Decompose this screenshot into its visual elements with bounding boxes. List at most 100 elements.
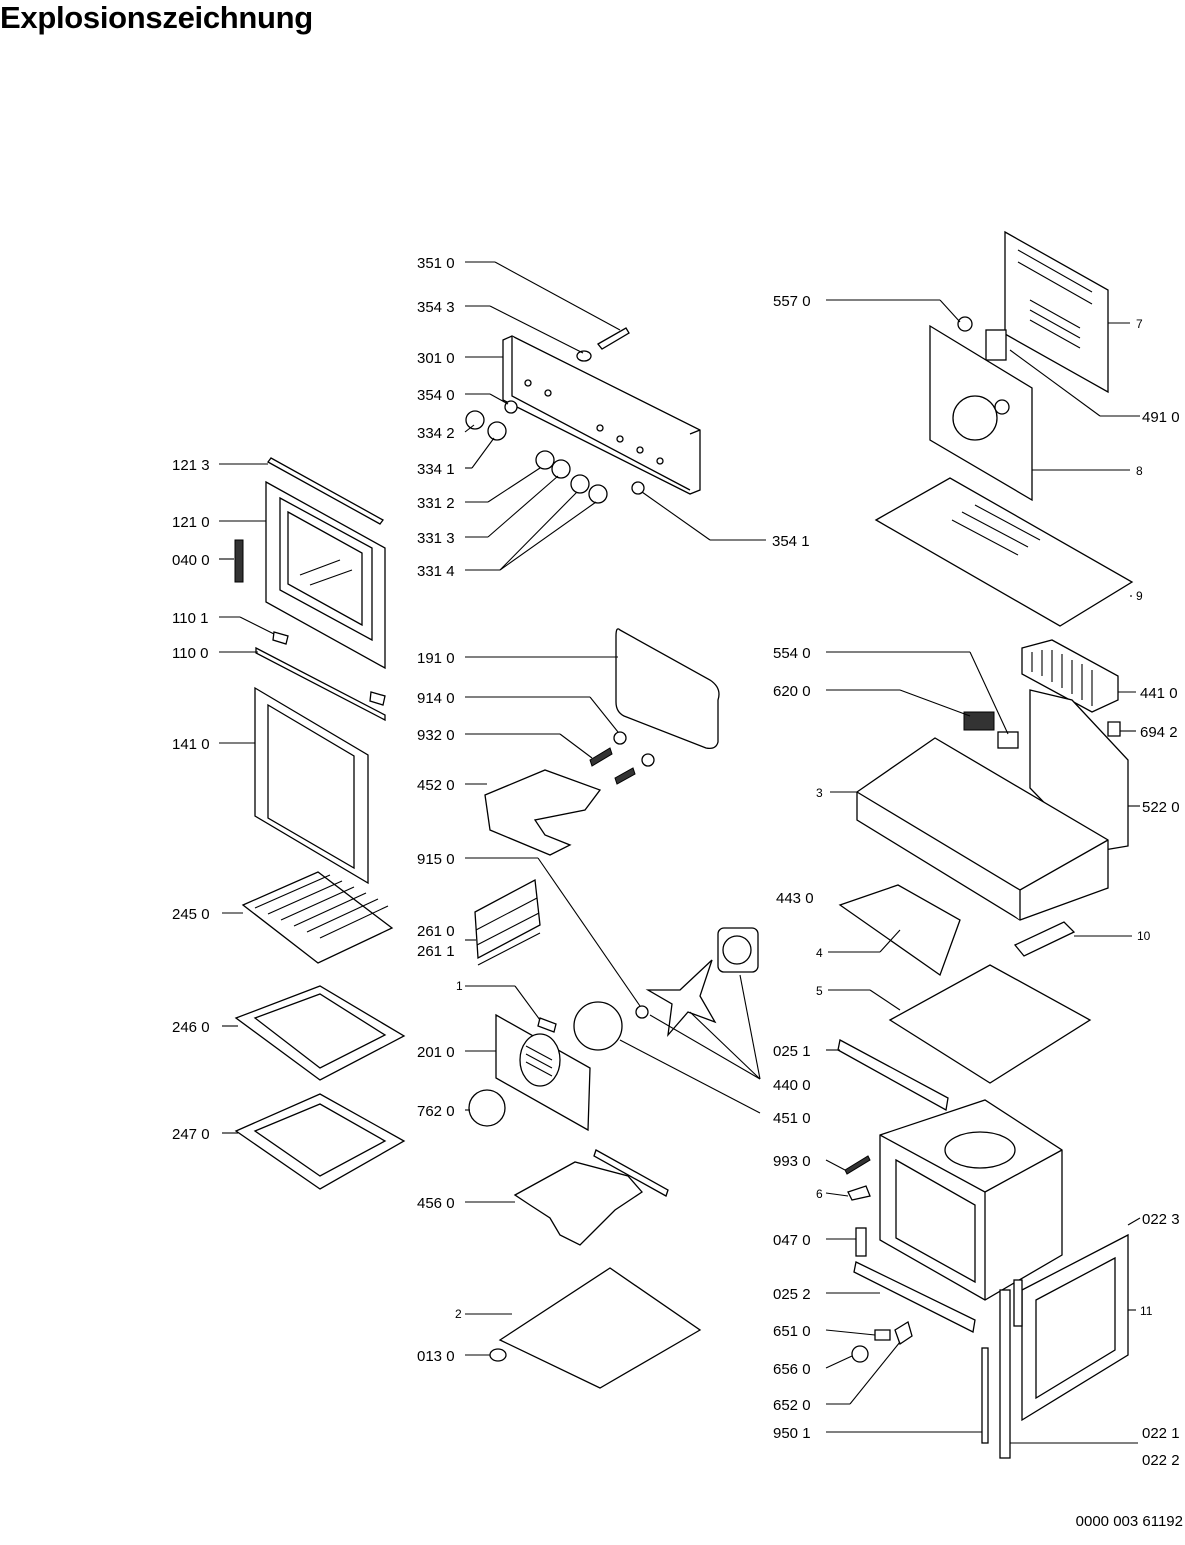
part-651 [874,1329,891,1341]
label-261-0: 261 0 [417,923,455,940]
spacer-part [576,350,592,362]
label-491-0: 491 0 [1142,409,1180,426]
part-047 [855,1227,867,1257]
door-group [234,457,386,885]
label-121-3: 121 3 [172,457,210,474]
label-8: 8 [1136,464,1143,478]
label-762-0: 762 0 [417,1103,455,1120]
label-022-2: 022 2 [1142,1452,1180,1469]
label-2: 2 [455,1307,462,1321]
knob-331-3 [551,459,571,479]
label-246-0: 246 0 [172,1019,210,1036]
right-components-group [837,230,1134,1459]
label-022-3: 022 3 [1142,1211,1180,1228]
tangential-fan-441 [1021,639,1119,713]
foot-013 [489,1348,507,1362]
label-694-2: 694 2 [1140,724,1178,741]
part-554 [997,731,1019,749]
label-10: 10 [1137,929,1151,943]
label-7: 7 [1136,317,1143,331]
knob-331-2 [535,450,555,470]
label-331-3: 331 3 [417,530,455,547]
base-plate-2 [498,1267,702,1389]
label-651-0: 651 0 [773,1323,811,1340]
label-110-0: 110 0 [172,645,208,662]
control-housing-3 [856,737,1109,921]
top-plate-9 [874,477,1134,627]
screw-993 [844,1155,871,1175]
hinge-part [234,539,244,583]
label-557-0: 557 0 [773,293,811,310]
label-022-1: 022 1 [1142,1425,1180,1442]
label-245-0: 245 0 [172,906,210,923]
label-11: 11 [1140,1304,1153,1318]
hinge-rail-022 [999,1289,1011,1459]
label-993-0: 993 0 [773,1153,811,1170]
label-354-1: 354 1 [772,533,810,550]
label-334-2: 334 2 [417,425,455,442]
label-932-0: 932 0 [417,727,455,744]
label-1: 1 [456,979,463,993]
circular-heater-451 [573,1001,623,1051]
page-title: Explosionszeichnung [0,0,313,35]
door-handle-rail [255,646,386,722]
knob-334-2 [465,410,485,430]
label-047-0: 047 0 [773,1232,811,1249]
label-9: 9 [1136,589,1143,603]
label-4: 4 [816,946,823,960]
label-452-0: 452 0 [417,777,455,794]
clip-6 [847,1185,871,1201]
seal-strip-950 [981,1347,989,1444]
grill-heater-452 [484,769,602,856]
rear-cover-7 [1004,230,1109,394]
label-443-0: 443 0 [776,890,814,907]
bottom-heater-456 [513,1161,643,1246]
relay-491 [985,329,1007,361]
spring-part [589,747,636,785]
label-456-0: 456 0 [417,1195,455,1212]
fan-cover-762 [468,1089,506,1127]
label-652-0: 652 0 [773,1397,811,1414]
label-121-0: 121 0 [172,514,210,531]
tray-group [234,871,406,1190]
label-440-0: 440 0 [773,1077,811,1094]
label-5: 5 [816,984,823,998]
label-6: 6 [816,1187,823,1201]
label-950-1: 950 1 [773,1425,811,1442]
pin-part [597,327,630,350]
label-261-1: 261 1 [417,943,455,960]
label-3: 3 [816,786,823,800]
label-914-0: 914 0 [417,690,455,707]
label-013-0: 013 0 [417,1348,455,1365]
leader-lines [219,261,1141,1444]
nut-part [635,1005,649,1019]
label-334-1: 334 1 [417,461,455,478]
label-620-0: 620 0 [773,683,811,700]
label-301-0: 301 0 [417,350,455,367]
label-191-0: 191 0 [417,650,455,667]
cover-10 [1013,921,1076,957]
rail-025-2 [853,1261,976,1333]
label-025-2: 025 2 [773,1286,811,1303]
label-201-0: 201 0 [417,1044,455,1061]
knob-334-1 [487,421,507,441]
part-labels: 351 0 354 3 301 0 354 0 334 2 334 1 331 … [172,255,1180,1469]
label-141-0: 141 0 [172,736,210,753]
document-number: 0000 003 61192 [1075,1513,1183,1530]
door-seal-strip [267,457,384,525]
label-331-4: 331 4 [417,563,455,580]
label-354-0: 354 0 [417,387,455,404]
shelf-runner-261 [474,878,541,960]
fan-blade-440 [645,959,717,1038]
knob-656 [851,1345,869,1363]
hinge-small-part [272,631,289,645]
knob-small-bottom [631,481,645,495]
part-694 [1107,721,1121,737]
sensor-557 [957,316,973,332]
label-915-0: 915 0 [417,851,455,868]
label-656-0: 656 0 [773,1361,811,1378]
wire-shelf [241,871,394,964]
label-110-1: 110 1 [172,610,208,627]
control-panel-group [465,327,701,504]
oven-seal-191 [615,628,720,750]
